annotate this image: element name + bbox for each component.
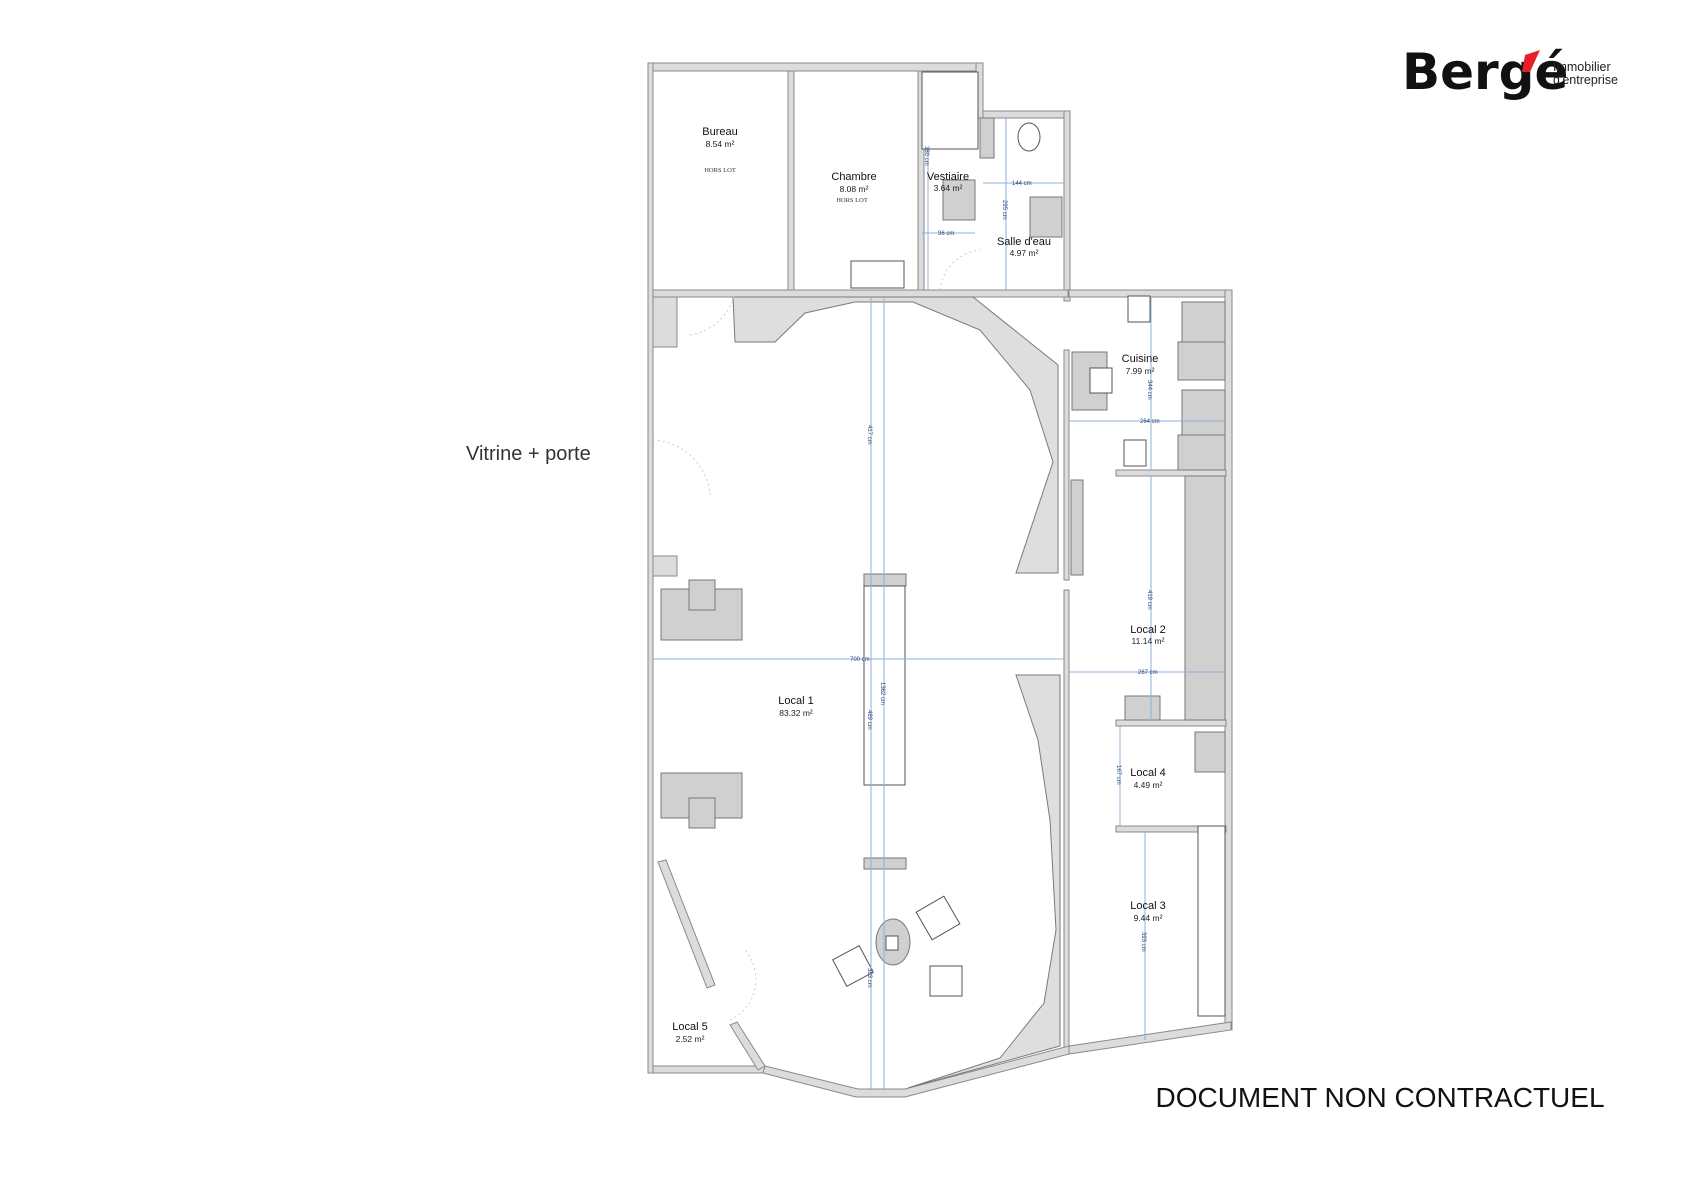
room-name-salle-deau: Salle d'eau bbox=[997, 236, 1051, 248]
room-area-local-5: 2.52 m² bbox=[676, 1034, 705, 1044]
room-name-local-4: Local 4 bbox=[1130, 767, 1165, 779]
room-area-salle-deau: 4.97 m² bbox=[1010, 248, 1039, 258]
room-note-bureau: HORS LOT bbox=[704, 167, 736, 174]
vitrine-annotation: Vitrine + porte bbox=[466, 443, 591, 465]
dim-383: 383 cm bbox=[866, 968, 872, 988]
room-name-bureau: Bureau bbox=[702, 126, 737, 138]
disclaimer: DOCUMENT NON CONTRACTUEL bbox=[1155, 1082, 1604, 1113]
dim-489: 489 cm bbox=[866, 710, 872, 730]
room-area-bureau: 8.54 m² bbox=[706, 139, 735, 149]
dim-419: 419 cm bbox=[1146, 590, 1152, 610]
berge-logo: Bergé Immobilier d'entreprise bbox=[1402, 43, 1618, 101]
room-name-vestiaire: Vestiaire bbox=[927, 171, 969, 183]
dim-417: 417 cm bbox=[866, 425, 872, 445]
dim-380: 380 cm bbox=[923, 146, 929, 166]
walls bbox=[647, 62, 1233, 1098]
dim-344: 344 cm bbox=[1146, 380, 1152, 400]
room-name-cuisine: Cuisine bbox=[1122, 353, 1159, 365]
room-area-local-4: 4.49 m² bbox=[1134, 780, 1163, 790]
logo-accent-icon bbox=[1522, 50, 1540, 72]
kitchen-fixtures bbox=[1070, 295, 1226, 1017]
logo-tagline-1: Immobilier bbox=[1553, 60, 1611, 74]
room-area-chambre: 8.08 m² bbox=[840, 184, 869, 194]
dim-393: 393 cm bbox=[1140, 932, 1146, 952]
room-name-chambre: Chambre bbox=[831, 171, 876, 183]
dimension-lines bbox=[653, 118, 1225, 1090]
door-swings bbox=[652, 249, 981, 1021]
dim-264: 264 cm bbox=[1140, 419, 1160, 425]
room-area-local-2: 11.14 m² bbox=[1132, 636, 1165, 646]
room-name-local-3: Local 3 bbox=[1130, 900, 1165, 912]
room-area-vestiaire: 3.64 m² bbox=[934, 183, 963, 193]
local1-furniture bbox=[660, 573, 963, 997]
dim-700: 700 cm bbox=[850, 657, 870, 663]
room-name-local-5: Local 5 bbox=[672, 1021, 707, 1033]
room-area-local-1: 83.32 m² bbox=[779, 708, 813, 718]
dim-144: 144 cm bbox=[1012, 181, 1032, 187]
logo-tagline-2: d'entreprise bbox=[1553, 73, 1618, 87]
room-labels: Bureau 8.54 m² HORS LOT Chambre 8.08 m² … bbox=[672, 126, 1165, 1044]
logo-brand: Bergé bbox=[1402, 43, 1568, 101]
dim-295: 295 cm bbox=[1001, 200, 1007, 220]
room-area-local-3: 9.44 m² bbox=[1134, 913, 1163, 923]
room-name-local-1: Local 1 bbox=[778, 695, 813, 707]
dim-267: 267 cm bbox=[1138, 670, 1158, 676]
lower-curved-wall bbox=[907, 674, 1061, 1089]
dim-1362: 1362 cm bbox=[879, 682, 885, 705]
room-name-local-2: Local 2 bbox=[1130, 624, 1165, 636]
upper-curved-wall bbox=[732, 296, 1059, 574]
sanitary-fixtures bbox=[850, 71, 1063, 289]
dimension-labels: 144 cm 295 cm 96 cm 380 cm 344 cm 264 cm… bbox=[850, 146, 1160, 988]
dim-167: 167 cm bbox=[1115, 765, 1121, 785]
dim-96: 96 cm bbox=[938, 231, 954, 237]
room-area-cuisine: 7.99 m² bbox=[1126, 366, 1155, 376]
room-note-chambre: HORS LOT bbox=[836, 197, 868, 204]
